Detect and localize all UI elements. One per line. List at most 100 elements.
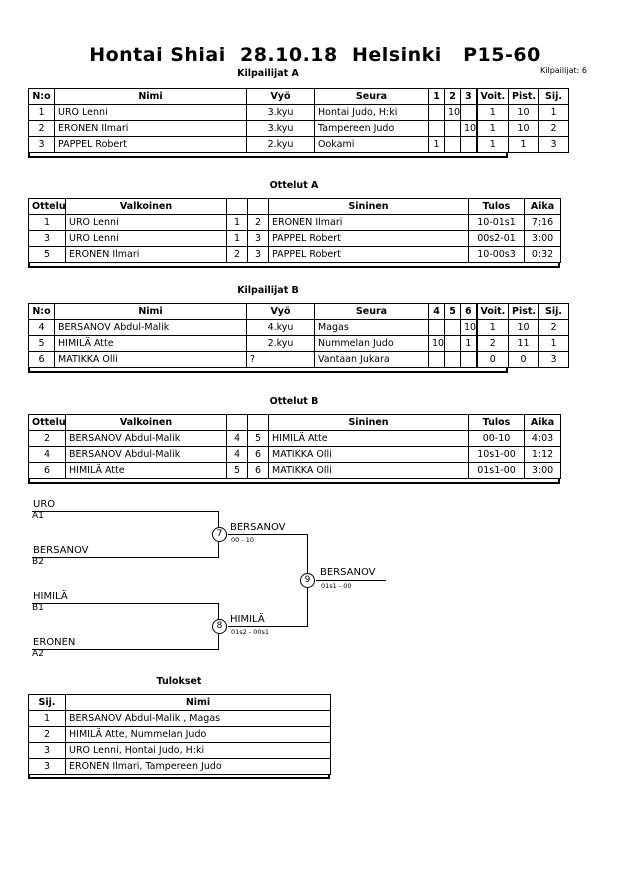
col-m2: 2 — [444, 88, 461, 105]
col-white-no — [226, 414, 248, 431]
cell-belt: 2.kyu — [246, 136, 315, 153]
cell-m5 — [444, 335, 461, 352]
bracket-entry-name: BERSANOV — [33, 545, 89, 556]
cell-name: HIMILÄ Atte — [54, 335, 247, 352]
table-row: 5 HIMILÄ Atte 2.kyu Nummelan Judo 10 1 2… — [28, 335, 569, 352]
cell-belt: 2.kyu — [246, 335, 315, 352]
cell-blue: ERONEN Ilmari — [268, 214, 469, 231]
cell-white: BERSANOV Abdul-Malik — [65, 446, 227, 463]
table-row: 5 ERONEN Ilmari 2 3 PAPPEL Robert 10-00s… — [28, 246, 561, 263]
cell-blue: HIMILÄ Atte — [268, 430, 469, 447]
col-blue: Sininen — [268, 198, 469, 215]
cell-wins: 1 — [475, 104, 509, 121]
section-caption-results: Tulokset — [156, 676, 202, 687]
cell-match: 1 — [28, 214, 66, 231]
cell-m2 — [444, 120, 461, 137]
cell-m3 — [460, 104, 477, 121]
cell-white: URO Lenni — [65, 230, 227, 247]
cell-blue-no: 5 — [247, 430, 269, 447]
cell-result: 10-01s1 — [468, 214, 525, 231]
cell-m5 — [444, 319, 461, 336]
table-row: 4 BERSANOV Abdul-Malik 4.kyu Magas 10 1 … — [28, 319, 569, 336]
col-belt: Vyö — [246, 88, 315, 105]
table-row: 2 HIMILÄ Atte, Nummelan Judo — [28, 726, 331, 743]
col-m3: 3 — [460, 88, 477, 105]
cell-blue-no: 3 — [247, 230, 269, 247]
cell-white-no: 2 — [226, 246, 248, 263]
cell-match: 3 — [28, 230, 66, 247]
cell-club: Ookami — [314, 136, 429, 153]
cell-club: Vantaan Jukara — [314, 351, 429, 368]
cell-blue-no: 2 — [247, 214, 269, 231]
col-white-no — [226, 198, 248, 215]
col-m4: 4 — [428, 303, 445, 320]
cell-no: 2 — [28, 120, 55, 137]
cell-m1: 1 — [428, 136, 445, 153]
cell-white-no: 1 — [226, 214, 248, 231]
cell-time: 3:00 — [524, 462, 561, 479]
table-header-row: Ottelu Valkoinen Sininen Tulos Aika — [28, 414, 561, 431]
bracket-line — [32, 603, 219, 604]
col-name: Nimi — [54, 88, 247, 105]
cell-name: HIMILÄ Atte, Nummelan Judo — [65, 726, 331, 743]
bracket-line — [228, 534, 308, 535]
section-caption-pool-b: Kilpailijat B — [237, 285, 299, 296]
cell-belt: 3.kyu — [246, 120, 315, 137]
cell-wins: 1 — [475, 136, 509, 153]
cell-wins: 1 — [475, 120, 509, 137]
table-row: 1 BERSANOV Abdul-Malik , Magas — [28, 710, 331, 727]
cell-m4 — [428, 319, 445, 336]
col-match: Ottelu — [28, 198, 66, 215]
cell-blue: MATIKKA Olli — [268, 446, 469, 463]
table-row: 1 URO Lenni 3.kyu Hontai Judo, H:ki 10 1… — [28, 104, 569, 121]
table-header-row: Ottelu Valkoinen Sininen Tulos Aika — [28, 198, 561, 215]
cell-points: 10 — [508, 120, 539, 137]
cell-no: 1 — [28, 104, 55, 121]
cell-place: 1 — [538, 104, 569, 121]
cell-match: 2 — [28, 430, 66, 447]
bracket-node-winner: BERSANOV — [320, 567, 376, 578]
col-match: Ottelu — [28, 414, 66, 431]
cell-m3: 10 — [460, 120, 477, 137]
cell-wins: 1 — [475, 319, 509, 336]
col-m5: 5 — [444, 303, 461, 320]
cell-blue: PAPPEL Robert — [268, 246, 469, 263]
table-header-row: Sij. Nimi — [28, 694, 331, 711]
bracket-node: 7 — [212, 527, 227, 542]
cell-place: 1 — [28, 710, 66, 727]
bracket-entry-name: ERONEN — [33, 637, 76, 648]
cell-white-no: 1 — [226, 230, 248, 247]
col-points: Pist. — [508, 303, 539, 320]
cell-result: 01s1-00 — [468, 462, 525, 479]
section-caption-matches-a: Ottelut A — [269, 180, 319, 191]
cell-white-no: 5 — [226, 462, 248, 479]
table-row: 3 URO Lenni 1 3 PAPPEL Robert 00s2-01 3:… — [28, 230, 561, 247]
table-row: 3 URO Lenni, Hontai Judo, H:ki — [28, 742, 331, 759]
cell-club: Tampereen Judo — [314, 120, 429, 137]
cell-time: 4:03 — [524, 430, 561, 447]
matches-a-table: Ottelu Valkoinen Sininen Tulos Aika 1 UR… — [28, 198, 561, 263]
cell-m4: 10 — [428, 335, 445, 352]
cell-name: BERSANOV Abdul-Malik — [54, 319, 247, 336]
cell-name: ERONEN Ilmari — [54, 120, 247, 137]
col-club: Seura — [314, 303, 429, 320]
cell-white-no: 4 — [226, 446, 248, 463]
col-time: Aika — [524, 198, 561, 215]
cell-name: PAPPEL Robert — [54, 136, 247, 153]
col-time: Aika — [524, 414, 561, 431]
cell-belt: ? — [246, 351, 315, 368]
col-blue-no — [247, 198, 269, 215]
cell-place: 3 — [28, 742, 66, 759]
col-belt: Vyö — [246, 303, 315, 320]
cell-name: URO Lenni — [54, 104, 247, 121]
cell-m6: 1 — [460, 335, 477, 352]
cell-place: 3 — [538, 136, 569, 153]
col-name: Nimi — [65, 694, 331, 711]
bracket-node-score: 00 - 10 — [231, 536, 255, 544]
bracket-entry-name: URO — [33, 499, 56, 510]
cell-white: BERSANOV Abdul-Malik — [65, 430, 227, 447]
cell-blue-no: 3 — [247, 246, 269, 263]
cell-place: 3 — [538, 351, 569, 368]
col-place: Sij. — [28, 694, 66, 711]
bracket-line — [32, 649, 219, 650]
